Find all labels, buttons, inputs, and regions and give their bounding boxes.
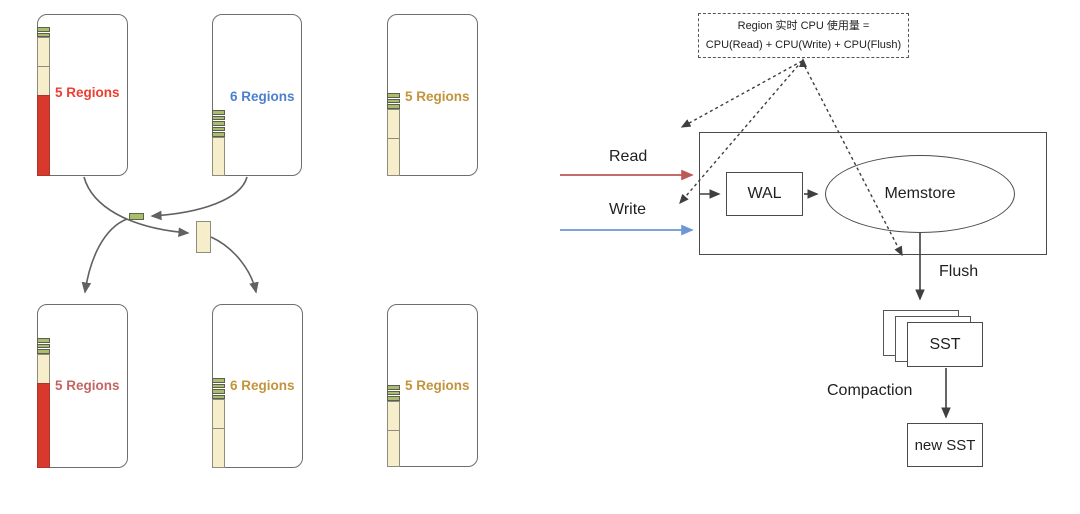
region-bar-green: [212, 110, 225, 115]
server-label: 5 Regions: [405, 89, 470, 104]
arrow-topmiddle-to-green-chip: [150, 176, 248, 221]
read-label: Read: [609, 148, 648, 165]
region-stack: [387, 93, 400, 176]
region-stack: [212, 110, 225, 176]
server-label: 5 Regions: [55, 85, 120, 100]
server-node: 5 Regions: [37, 14, 128, 176]
arrow-green-chip-to-bottomleft: [81, 218, 128, 294]
server-node: 5 Regions: [387, 14, 478, 176]
server-node: 6 Regions: [212, 304, 303, 468]
server-node: 6 Regions: [212, 14, 302, 176]
region-bar-cream: [212, 136, 225, 176]
region-bar-cream: [37, 66, 50, 96]
dashed-arrow-to-read: [680, 60, 803, 128]
server-label: 5 Regions: [55, 378, 120, 393]
region-bar-green: [212, 126, 225, 131]
region-bar-cream: [387, 400, 400, 431]
region-bar-green: [37, 27, 50, 32]
region-bar-cream: [37, 353, 50, 384]
region-stack: [37, 338, 50, 468]
region-bar-green: [387, 98, 400, 103]
region-move-arrows: [81, 176, 259, 294]
region-bar-cream: [37, 37, 50, 67]
region-bar-cream: [387, 108, 400, 139]
wal-label: WAL: [747, 185, 782, 202]
region-bar-green: [387, 93, 400, 98]
region-stack: [387, 385, 400, 467]
region-bar-green: [37, 343, 50, 348]
new-sst-label: new SST: [914, 436, 976, 454]
server-label: 6 Regions: [230, 378, 295, 393]
region-bar-green: [37, 338, 50, 343]
cpu-usage-annotation: Region 实时 CPU 使用量 = CPU(Read) + CPU(Writ…: [698, 13, 909, 58]
region-bar-green: [212, 132, 225, 137]
server-node: 5 Regions: [37, 304, 128, 468]
annotation-line1: Region 实时 CPU 使用量 =: [737, 20, 870, 33]
region-bar-green: [212, 378, 225, 383]
region-bar-cream: [387, 137, 400, 176]
moving-region-cream: [196, 221, 211, 253]
server-label: 5 Regions: [405, 378, 470, 393]
region-bar-green: [387, 396, 400, 401]
new-sst-box: new SST: [907, 423, 983, 467]
region-bar-green: [212, 121, 225, 126]
sst-label: SST: [929, 335, 961, 353]
memstore-ellipse: Memstore: [825, 155, 1015, 233]
region-bar-green: [212, 115, 225, 120]
region-bar-red: [37, 382, 50, 468]
server-node: 5 Regions: [387, 304, 478, 467]
region-bar-green: [387, 104, 400, 109]
region-bar-cream: [387, 429, 400, 467]
region-stack: [212, 378, 225, 468]
memstore-label: Memstore: [884, 185, 956, 202]
flush-label: Flush: [939, 263, 979, 280]
arrow-cream-chip-to-bottommiddle: [210, 236, 259, 294]
region-bar-green: [387, 385, 400, 390]
region-bar-cream: [212, 428, 225, 468]
compaction-label: Compaction: [827, 382, 913, 399]
region-bar-green: [37, 32, 50, 37]
annotation-line2: CPU(Read) + CPU(Write) + CPU(Flush): [705, 38, 902, 51]
region-stack: [37, 27, 50, 176]
server-label: 6 Regions: [230, 89, 295, 104]
region-bar-green: [212, 383, 225, 388]
dashed-arrowhead-into-annotation: [799, 58, 807, 67]
region-bar-cream: [212, 399, 225, 429]
region-bar-red: [37, 95, 50, 176]
wal-box: WAL: [726, 172, 803, 216]
arrow-topleft-to-cream-chip: [83, 176, 190, 237]
moving-region-green: [129, 213, 144, 220]
sst-box: SST: [907, 322, 983, 367]
region-bar-green: [37, 349, 50, 354]
region-bar-green: [387, 390, 400, 395]
region-bar-green: [212, 394, 225, 399]
write-label: Write: [609, 201, 647, 218]
region-bar-green: [212, 389, 225, 394]
